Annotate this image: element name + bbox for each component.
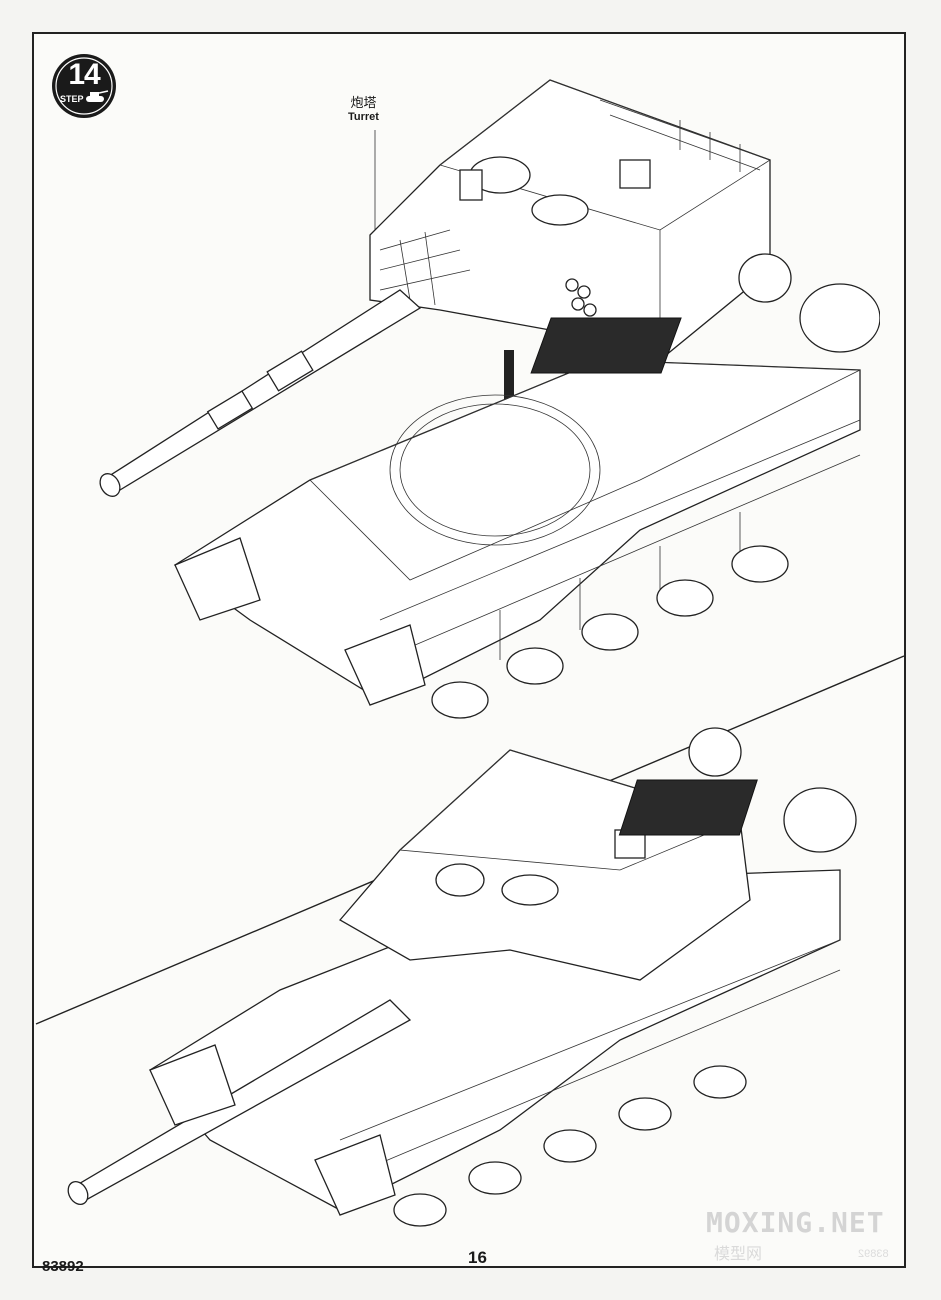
step-number: 14: [68, 58, 100, 91]
upper-exploded-drawing: [99, 79, 880, 719]
assembled-tank: [67, 727, 857, 1227]
model-number: 83892: [42, 1258, 84, 1275]
hull-part: [173, 317, 861, 719]
turret-label-cn: 炮塔: [350, 96, 377, 111]
step-badge-icon: 14 STEP: [50, 52, 118, 120]
watermark-brand: MOXING.NET: [706, 1206, 885, 1239]
page-number: 16: [468, 1248, 487, 1267]
tank-silhouette-icon: [86, 90, 109, 102]
lower-assembled-drawing: [67, 727, 857, 1227]
watermark-brand-cn: 模型网: [714, 1244, 763, 1263]
step-label: STEP: [60, 94, 84, 104]
turret-label-en: Turret: [348, 111, 379, 123]
gun-barrel: [99, 289, 422, 497]
watermark-code: 83892: [858, 1248, 889, 1260]
turret-callout: 炮塔 Turret: [348, 92, 379, 123]
turret-part: [369, 79, 771, 361]
